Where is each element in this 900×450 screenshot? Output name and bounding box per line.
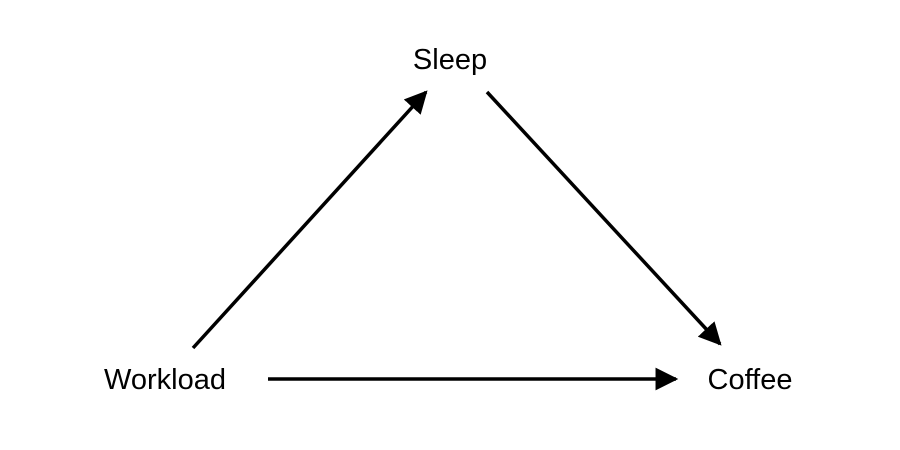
node-sleep-label: Sleep: [413, 44, 487, 76]
node-workload-label: Workload: [104, 364, 226, 396]
edge-sleep-to-coffee: [485, 90, 722, 346]
edge-workload-to-sleep: [191, 90, 428, 350]
node-coffee-label: Coffee: [708, 364, 793, 396]
